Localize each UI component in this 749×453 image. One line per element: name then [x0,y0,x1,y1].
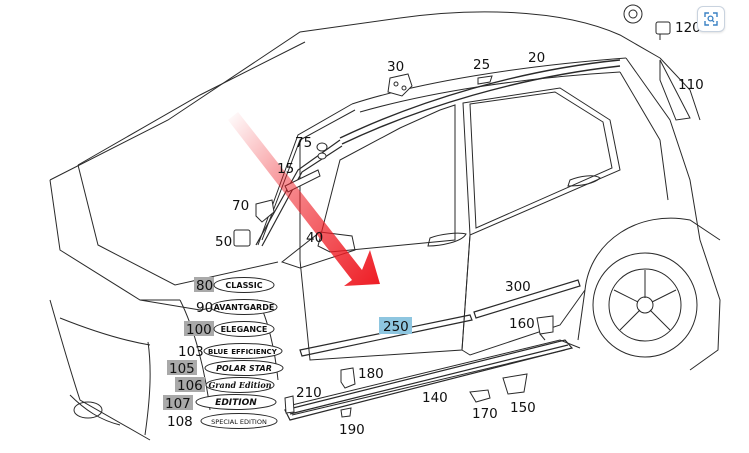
callout-90: 90 [196,300,213,316]
callout-30: 30 [387,59,404,75]
zoom-icon [704,12,718,26]
badge-efficiency-text: EFFICIENCY [231,348,277,356]
badge-grand-edition: Grand Edition [205,377,275,393]
badge-edition-text: EDITION [215,398,257,408]
badge-elegance: ELEGANCE [213,321,275,337]
part-190 [340,407,352,418]
part-170 [469,389,491,403]
callout-107: 107 [165,396,191,412]
callout-labels: 120 110 30 25 20 75 15 70 50 40 80 90 10… [165,20,704,438]
badge-classic: CLASSIC [213,277,275,293]
callout-250: 250 [383,319,409,335]
badge-polar-star: POLAR STAR [204,360,284,376]
highlight-80 [194,277,214,292]
red-pointer-arrow [228,112,380,286]
badge-polar-star-text: POLAR STAR [216,364,272,373]
badge-special-edition-text: SPECIAL EDITION [211,418,267,426]
part-50 [233,229,251,247]
callout-140: 140 [422,390,448,406]
badge-blue-efficiency: BLUE EFFICIENCY [203,343,283,359]
callout-100: 100 [186,322,212,338]
callout-70: 70 [232,198,249,214]
roof-rail [339,59,621,145]
part-180 [340,367,356,389]
badge-classic-text: CLASSIC [225,281,262,290]
part-120 [623,4,671,40]
callout-103: 103 [178,344,204,360]
part-75 [316,142,328,160]
callout-20: 20 [528,50,545,66]
callout-105: 105 [169,361,195,377]
badge-avantgarde-text: AVANTGARDE [214,303,275,312]
part-210 [284,395,295,414]
part-160 [536,315,554,341]
badge-blue-text: BLUE [208,348,228,356]
door-molding-300 [473,279,581,319]
highlight-250 [379,317,412,334]
badge-avantgarde: AVANTGARDE [210,299,278,315]
callout-25: 25 [473,57,490,73]
callout-75: 75 [295,135,312,151]
part-150 [502,373,528,395]
callout-150: 150 [510,400,536,416]
callout-106: 106 [177,378,203,394]
badge-special-edition: SPECIAL EDITION [200,413,278,429]
part-25 [477,75,493,85]
callout-15: 15 [277,161,294,177]
part-30 [387,73,413,97]
callout-108: 108 [167,414,193,430]
car-outline [49,11,721,441]
callout-110: 110 [678,77,704,93]
callout-50: 50 [215,234,232,250]
highlight-105 [167,360,197,375]
badge-edition: EDITION [195,394,277,410]
sill-trim-140 [284,339,574,421]
callout-300: 300 [505,279,531,295]
callout-190: 190 [339,422,365,438]
badge-grand-edition-text: Grand Edition [208,380,271,390]
highlight-106 [175,377,205,392]
part-70 [255,199,275,223]
highlight-100 [184,321,214,336]
badge-elegance-text: ELEGANCE [221,325,268,334]
callout-160: 160 [509,316,535,332]
callout-170: 170 [472,406,498,422]
zoom-button[interactable] [697,6,725,32]
highlight-107 [163,395,193,410]
door-molding-250 [299,314,473,357]
callout-210: 210 [296,385,322,401]
callout-80: 80 [196,278,213,294]
callout-120: 120 [675,20,701,36]
callout-40: 40 [306,230,323,246]
callout-180: 180 [358,366,384,382]
